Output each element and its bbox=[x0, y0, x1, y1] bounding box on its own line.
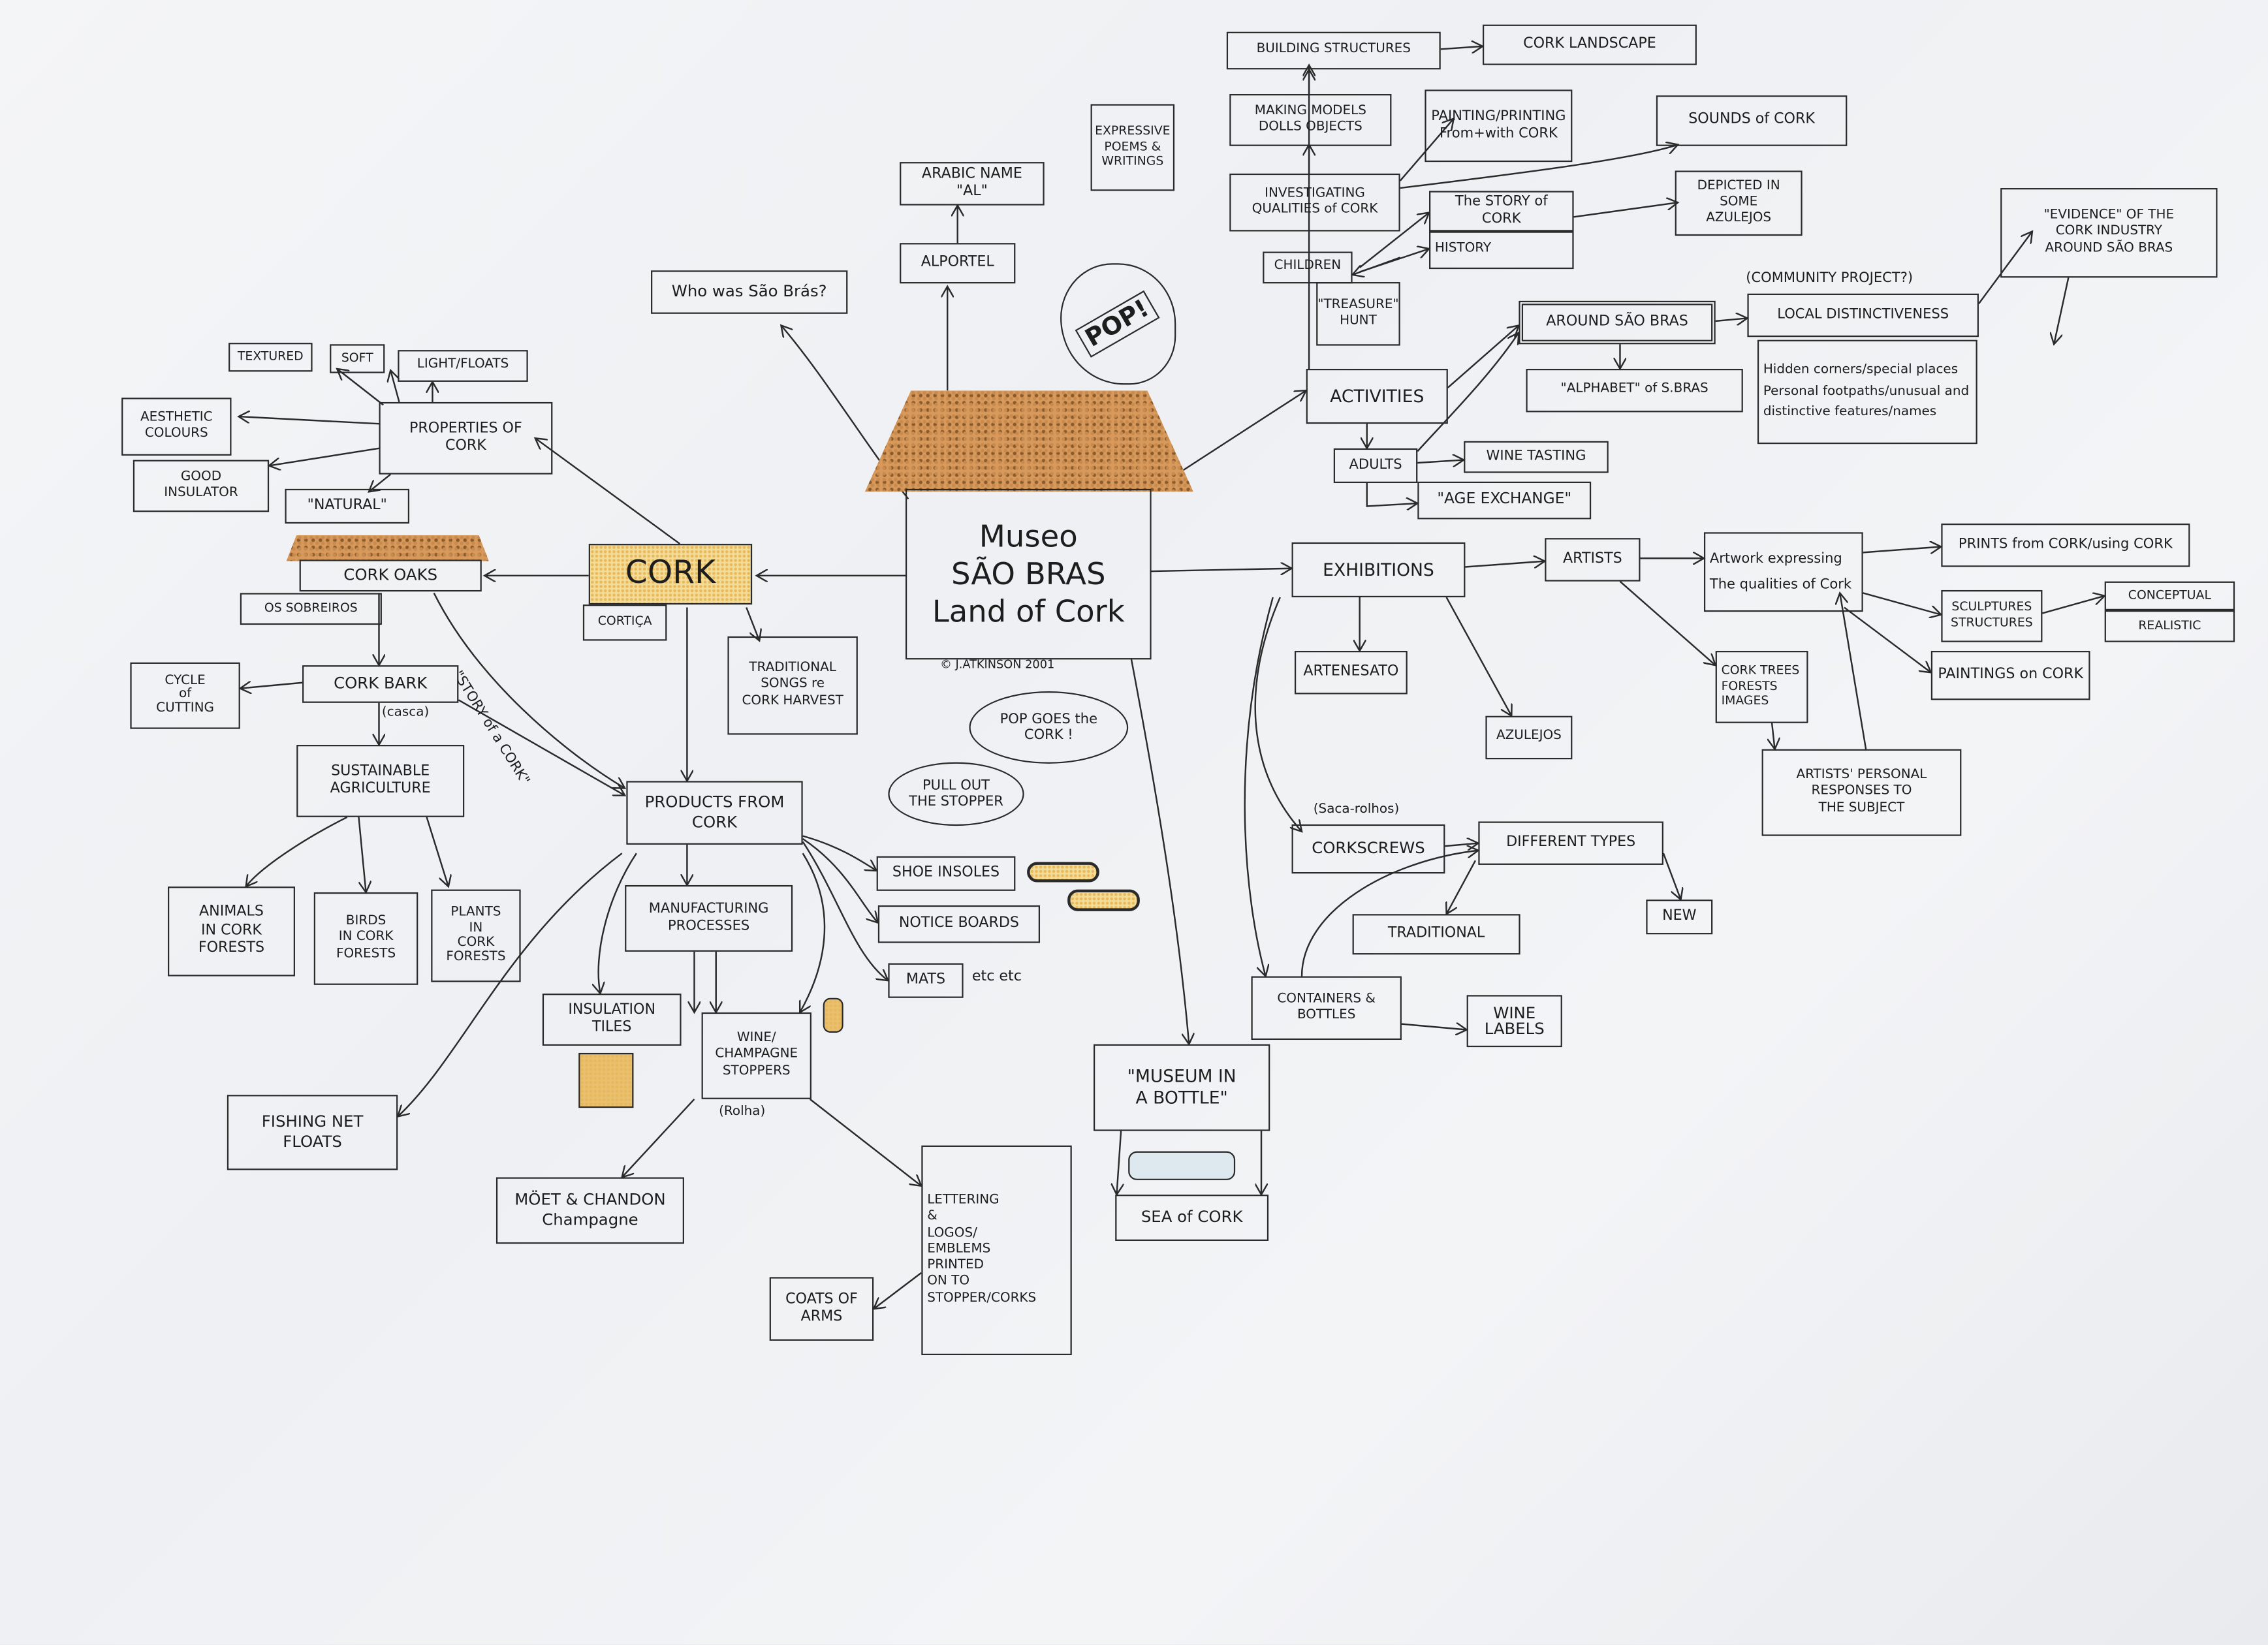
center-title-land-of-cork: Land of Cork bbox=[932, 594, 1125, 630]
node-alphabet-sao-bras: "ALPHABET" of S.BRAS bbox=[1526, 368, 1743, 413]
pop-cloud: POP! bbox=[1060, 263, 1176, 385]
node-natural: "NATURAL" bbox=[285, 488, 410, 524]
node-activities: ACTIVITIES bbox=[1306, 368, 1448, 424]
pull-out-bubble: PULL OUT THE STOPPER bbox=[888, 762, 1024, 826]
node-coats-of-arms: COATS OF ARMS bbox=[769, 1277, 874, 1341]
node-light-floats: LIGHT/FLOATS bbox=[398, 350, 528, 382]
node-artists-personal-responses: ARTISTS' PERSONAL RESPONSES TO THE SUBJE… bbox=[1761, 749, 1962, 836]
node-age-exchange: "AGE EXCHANGE" bbox=[1417, 481, 1592, 520]
node-sounds-of-cork: SOUNDS of CORK bbox=[1656, 95, 1848, 146]
pop-text: POP! bbox=[1075, 290, 1161, 358]
node-depicted-azulejos: DEPICTED IN SOME AZULEJOS bbox=[1675, 170, 1803, 236]
node-treasure-hunt: "TREASURE" HUNT bbox=[1316, 282, 1400, 346]
node-cork-trees-forests: CORK TREES FORESTS IMAGES bbox=[1715, 651, 1808, 723]
node-moet-chandon: MÖET & CHANDON Champagne bbox=[496, 1177, 684, 1244]
cork-oaks-roof bbox=[286, 535, 489, 561]
node-arabic-name: ARABIC NAME "AL" bbox=[900, 162, 1045, 206]
node-mats: MATS bbox=[888, 963, 964, 998]
node-conceptual: CONCEPTUAL bbox=[2104, 581, 2235, 610]
node-cork-oaks: CORK OAKS bbox=[299, 559, 482, 592]
label-saca-rolhos: (Saca-rolhos) bbox=[1313, 802, 1400, 817]
node-sculptures-structures: SCULPTURES STRUCTURES bbox=[1941, 589, 2043, 642]
node-cork: CORK bbox=[588, 544, 753, 605]
stopper-drawing bbox=[823, 997, 843, 1033]
node-os-sobreiros: OS SOBREIROS bbox=[240, 593, 382, 625]
node-cork-landscape: CORK LANDSCAPE bbox=[1482, 24, 1697, 65]
node-museum-in-a-bottle: "MUSEUM IN A BOTTLE" bbox=[1093, 1044, 1270, 1131]
node-adults: ADULTS bbox=[1333, 448, 1418, 484]
node-around-sao-bras: AROUND SÃO BRAS bbox=[1519, 300, 1716, 345]
node-insulation-tiles: INSULATION TILES bbox=[542, 994, 682, 1046]
node-investigating-qualities: INVESTIGATING QUALITIES of CORK bbox=[1229, 173, 1400, 232]
node-wine-labels: WINE LABELS bbox=[1466, 995, 1562, 1048]
node-prints-from-cork: PRINTS from CORK/using CORK bbox=[1941, 524, 2190, 567]
node-artists: ARTISTS bbox=[1545, 538, 1641, 582]
node-story-of-cork: The STORY of CORK bbox=[1429, 191, 1574, 232]
center-title-museo: Museo bbox=[979, 518, 1078, 554]
center-title-sao-bras: SÃO BRAS bbox=[951, 556, 1106, 591]
node-history: HISTORY bbox=[1429, 231, 1574, 270]
label-rolha: (Rolha) bbox=[719, 1104, 766, 1120]
node-lettering-logos: LETTERING & LOGOS/ EMBLEMS PRINTED ON TO… bbox=[921, 1145, 1072, 1356]
node-traditional-songs: TRADITIONAL SONGS re CORK HARVEST bbox=[727, 636, 858, 735]
node-evidence-cork-industry: "EVIDENCE" OF THE CORK INDUSTRY AROUND S… bbox=[2000, 188, 2218, 278]
node-sustainable-agriculture: SUSTAINABLE AGRICULTURE bbox=[296, 745, 465, 817]
node-making-models: MAKING MODELS DOLLS OBJECTS bbox=[1229, 94, 1392, 146]
node-wine-champagne-stoppers: WINE/ CHAMPAGNE STOPPERS bbox=[701, 1012, 811, 1099]
node-artwork-expressing: Artwork expressing The qualities of Cork bbox=[1703, 532, 1863, 612]
node-expressive-poems: EXPRESSIVE POEMS & WRITINGS bbox=[1090, 104, 1175, 191]
center-museum-box: Museo SÃO BRAS Land of Cork bbox=[905, 488, 1152, 660]
node-cortica: CORTIÇA bbox=[582, 604, 667, 641]
insole-drawing bbox=[1067, 889, 1140, 911]
pop-goes-bubble: POP GOES the CORK ! bbox=[969, 691, 1129, 764]
node-textured: TEXTURED bbox=[228, 343, 313, 372]
node-fishing-net-floats: FISHING NET FLOATS bbox=[227, 1095, 398, 1170]
node-plants: PLANTS IN CORK FORESTS bbox=[431, 889, 521, 982]
node-hidden-corners: Hidden corners/special places Personal f… bbox=[1757, 339, 1977, 445]
insole-drawing bbox=[1027, 862, 1099, 883]
node-children: CHILDREN bbox=[1263, 251, 1353, 284]
node-realistic: REALISTIC bbox=[2104, 610, 2235, 642]
node-painting-printing: PAINTING/PRINTING From+with CORK bbox=[1425, 89, 1573, 163]
node-corkscrews: CORKSCREWS bbox=[1291, 824, 1445, 874]
label-community-project: (COMMUNITY PROJECT?) bbox=[1746, 270, 1914, 287]
node-exhibitions: EXHIBITIONS bbox=[1291, 542, 1466, 598]
node-good-insulator: GOOD INSULATOR bbox=[133, 460, 270, 512]
node-soft: SOFT bbox=[330, 344, 385, 373]
node-alportel: ALPORTEL bbox=[900, 243, 1016, 284]
label-etc-etc: etc etc bbox=[971, 969, 1022, 985]
node-manufacturing-processes: MANUFACTURING PROCESSES bbox=[625, 885, 793, 952]
node-local-distinctiveness: LOCAL DISTINCTIVENESS bbox=[1747, 293, 1979, 337]
node-aesthetic-colours: AESTHETIC COLOURS bbox=[121, 398, 232, 456]
bottle-drawing bbox=[1128, 1151, 1236, 1180]
node-artenesato: ARTENESATO bbox=[1294, 651, 1408, 695]
node-traditional: TRADITIONAL bbox=[1352, 914, 1520, 955]
node-building-structures: BUILDING STRUCTURES bbox=[1226, 31, 1441, 70]
tile-sample bbox=[578, 1052, 634, 1108]
node-containers-bottles: CONTAINERS & BOTTLES bbox=[1251, 976, 1402, 1041]
node-cork-bark: CORK BARK bbox=[302, 665, 459, 703]
node-birds: BIRDS IN CORK FORESTS bbox=[313, 892, 418, 985]
node-properties-of-cork: PROPERTIES OF CORK bbox=[379, 401, 553, 475]
house-roof bbox=[864, 390, 1193, 492]
label-casca: (casca) bbox=[381, 706, 430, 721]
author-credit: © J.ATKINSON 2001 bbox=[940, 658, 1055, 672]
node-new: NEW bbox=[1646, 900, 1713, 935]
node-wine-tasting: WINE TASTING bbox=[1464, 441, 1609, 473]
node-animals: ANIMALS IN CORK FORESTS bbox=[168, 886, 295, 977]
node-sea-of-cork: SEA of CORK bbox=[1115, 1195, 1269, 1241]
node-who-was-sao-bras: Who was São Brás? bbox=[651, 270, 848, 314]
node-products-from-cork: PRODUCTS FROM CORK bbox=[626, 781, 803, 845]
node-azulejos: AZULEJOS bbox=[1485, 715, 1573, 760]
node-notice-boards: NOTICE BOARDS bbox=[877, 905, 1041, 943]
node-cycle-of-cutting: CYCLE of CUTTING bbox=[130, 662, 240, 729]
node-shoe-insoles: SHOE INSOLES bbox=[876, 856, 1016, 891]
node-different-types: DIFFERENT TYPES bbox=[1478, 821, 1663, 865]
node-paintings-on-cork: PAINTINGS on CORK bbox=[1930, 651, 2090, 700]
